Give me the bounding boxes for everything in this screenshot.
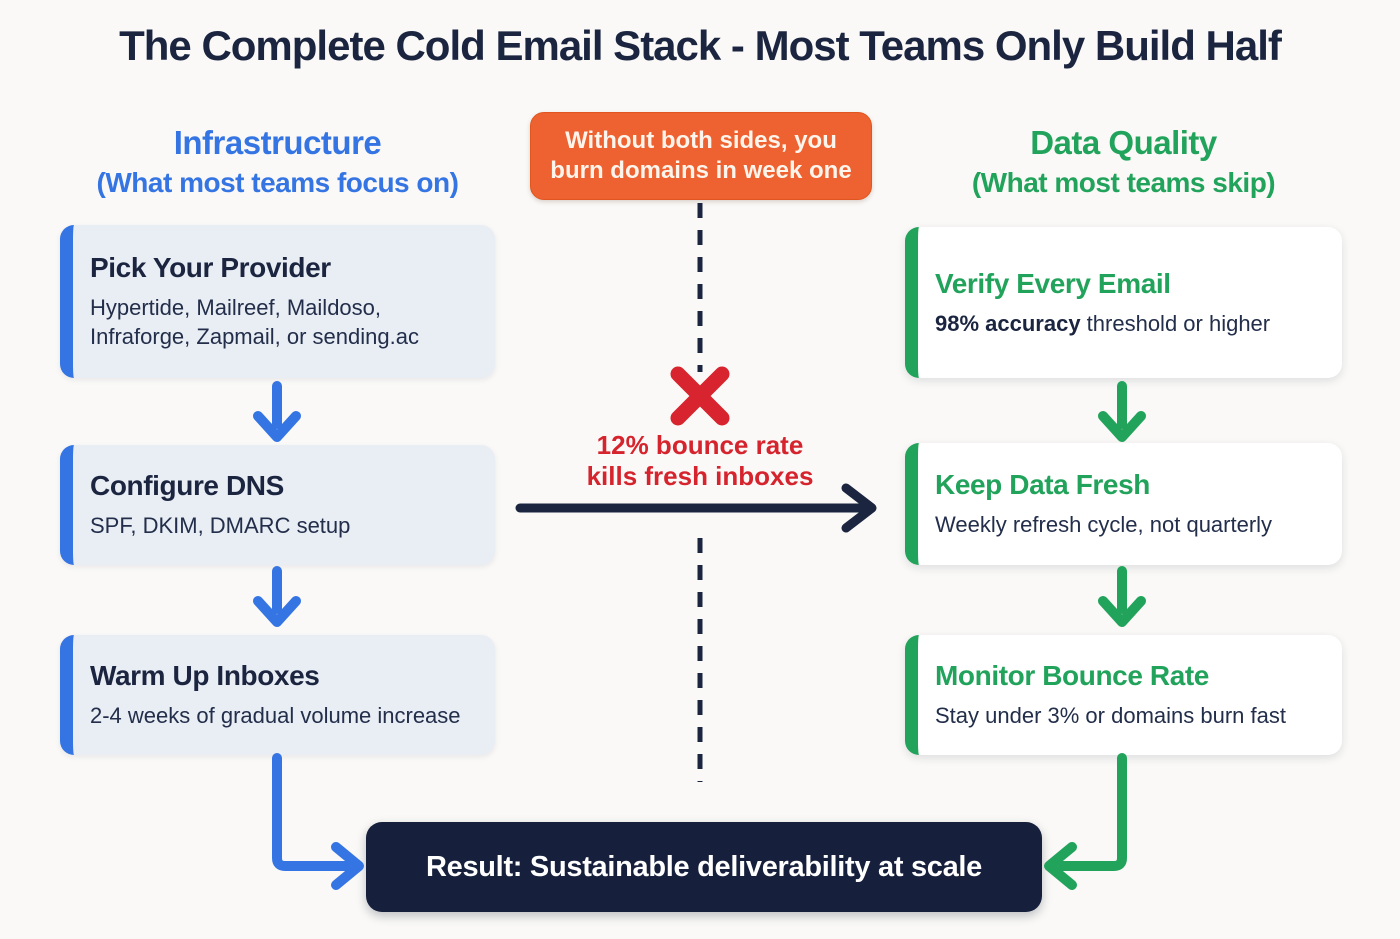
card-description: Hypertide, Mailreef, Maildoso, Infraforg…	[90, 295, 419, 349]
green-elbow-arrow	[1044, 753, 1127, 890]
blue-down-arrow-2	[253, 566, 301, 627]
center-right-arrow	[515, 483, 877, 533]
infrastructure-heading: Infrastructure	[173, 124, 382, 161]
blue-down-arrow-1	[253, 381, 301, 442]
infrastructure-column-header: Infrastructure (What most teams focus on…	[60, 122, 495, 201]
card-keep-data-fresh: Keep Data Fresh Weekly refresh cycle, no…	[905, 443, 1342, 565]
warning-banner: Without both sides, you burn domains in …	[530, 112, 872, 200]
bounce-rate-warning-line2: kills fresh inboxes	[586, 461, 814, 491]
page-title: The Complete Cold Email Stack - Most Tea…	[119, 22, 1282, 69]
card-verify-every-email: Verify Every Email 98% accuracy threshol…	[905, 227, 1342, 378]
blue-elbow-arrow	[272, 753, 364, 890]
bounce-rate-warning-text: 12% bounce rate kills fresh inboxes	[530, 430, 870, 492]
card-description-bold: 98% accuracy	[935, 310, 1081, 336]
card-title: Warm Up Inboxes	[90, 660, 320, 691]
card-title: Configure DNS	[90, 470, 284, 501]
card-warm-up-inboxes: Warm Up Inboxes 2-4 weeks of gradual vol…	[60, 635, 495, 755]
card-title: Pick Your Provider	[90, 252, 331, 283]
card-description: 2-4 weeks of gradual volume increase	[90, 703, 461, 728]
data-quality-heading: Data Quality	[1030, 124, 1217, 161]
card-title: Verify Every Email	[935, 267, 1171, 299]
bounce-rate-warning-line1: 12% bounce rate	[596, 430, 804, 460]
green-down-arrow-1	[1098, 381, 1146, 442]
card-monitor-bounce-rate: Monitor Bounce Rate Stay under 3% or dom…	[905, 635, 1342, 755]
card-description: Stay under 3% or domains burn fast	[935, 703, 1286, 728]
card-configure-dns: Configure DNS SPF, DKIM, DMARC setup	[60, 445, 495, 565]
green-down-arrow-2	[1098, 566, 1146, 627]
infrastructure-subheading: (What most teams focus on)	[96, 166, 459, 198]
data-quality-subheading: (What most teams skip)	[971, 166, 1276, 198]
card-pick-your-provider: Pick Your Provider Hypertide, Mailreef, …	[60, 225, 495, 378]
result-box: Result: Sustainable deliverability at sc…	[366, 822, 1042, 912]
card-title: Keep Data Fresh	[935, 469, 1150, 500]
warning-banner-line2: burn domains in week one	[550, 157, 852, 184]
card-description: 98% accuracy threshold or higher	[935, 309, 1326, 338]
x-icon	[670, 366, 730, 426]
card-title: Monitor Bounce Rate	[935, 660, 1209, 691]
card-description: SPF, DKIM, DMARC setup	[90, 513, 351, 538]
data-quality-column-header: Data Quality (What most teams skip)	[905, 122, 1342, 201]
result-label: Result: Sustainable deliverability at sc…	[425, 850, 983, 883]
card-description-rest: threshold or higher	[1080, 310, 1271, 336]
warning-banner-line1: Without both sides, you	[565, 127, 837, 154]
card-description: Weekly refresh cycle, not quarterly	[935, 512, 1273, 537]
